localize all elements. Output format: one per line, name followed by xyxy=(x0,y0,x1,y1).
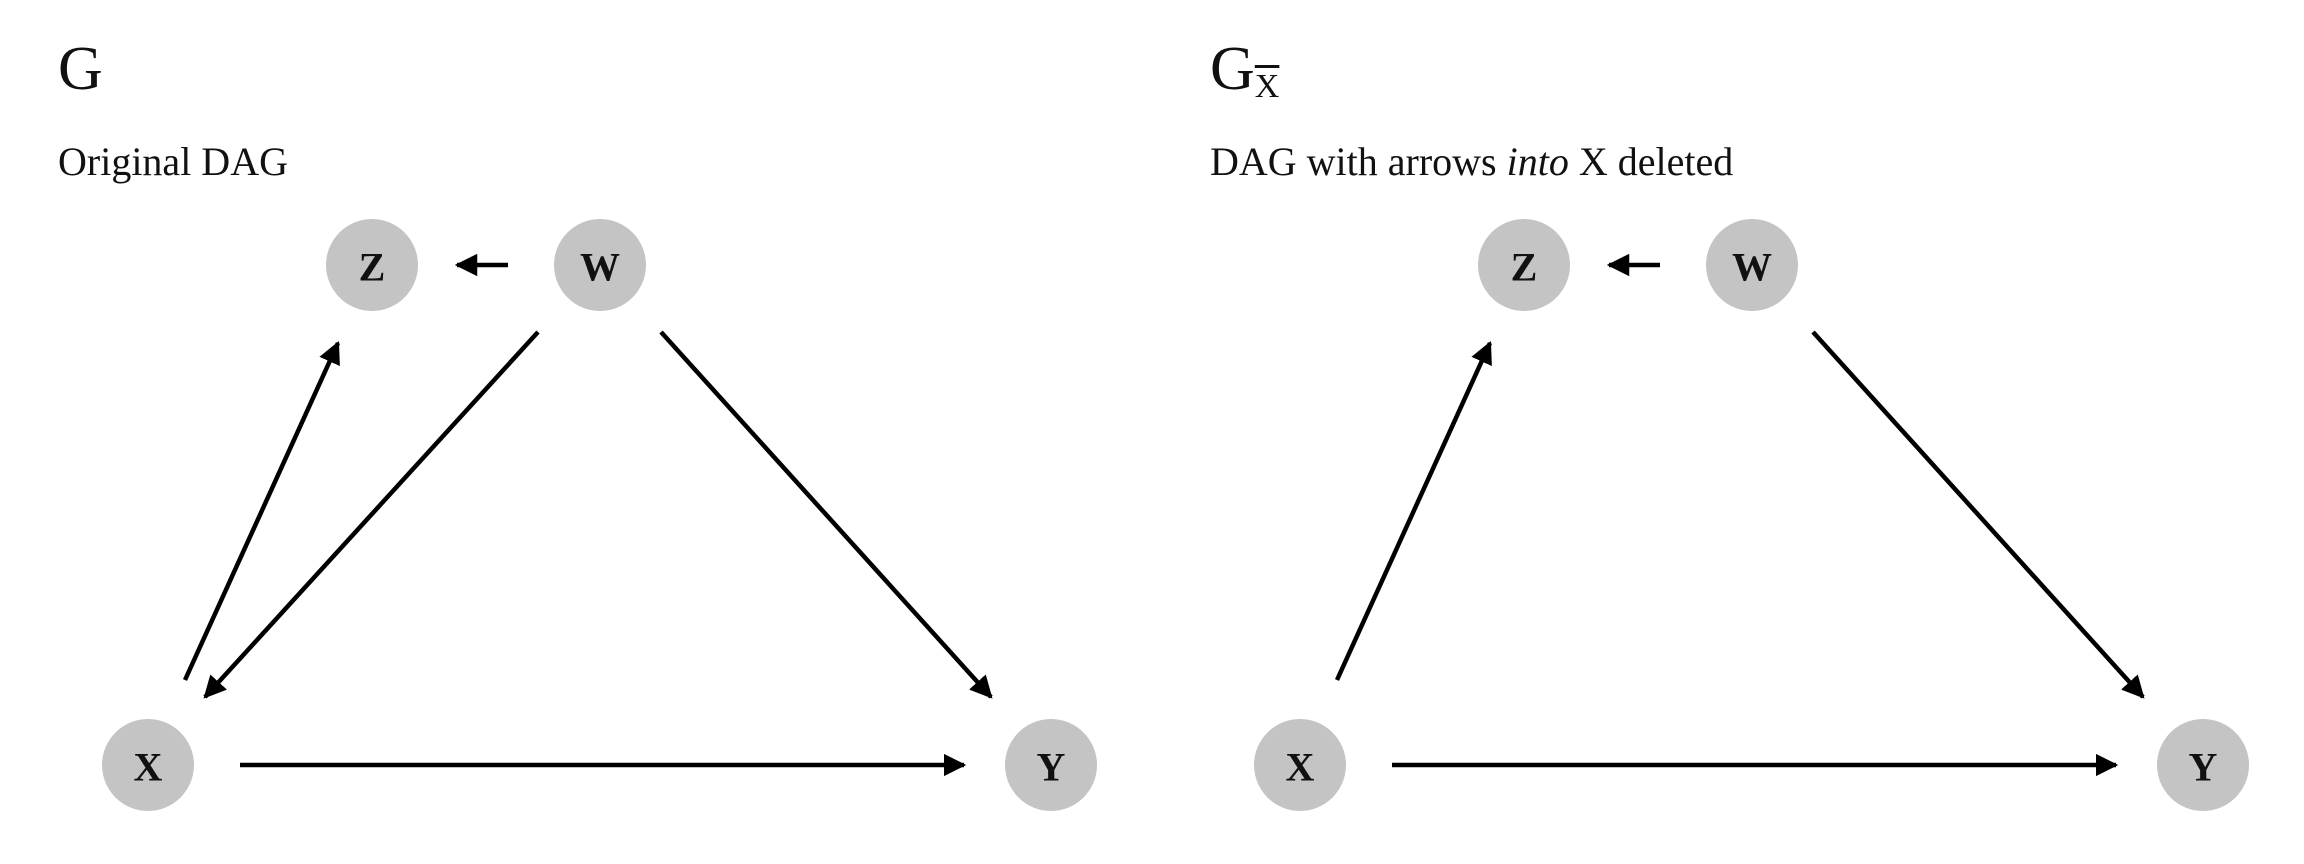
node-circle xyxy=(2157,719,2249,811)
node-label: Z xyxy=(1511,245,1538,290)
node-label: Y xyxy=(1037,745,1066,790)
node-circle xyxy=(326,219,418,311)
node-label: W xyxy=(580,245,620,290)
edge-w-to-x xyxy=(203,330,540,699)
subtitle-text: DAG with arrows xyxy=(1210,139,1507,184)
node-w: W xyxy=(1706,219,1798,311)
node-y: Y xyxy=(2157,719,2249,811)
node-w: W xyxy=(554,219,646,311)
edge-w-to-y xyxy=(1811,330,2145,699)
panel-original-dag: G Original DAG Z W X Y xyxy=(58,38,1097,811)
node-circle xyxy=(554,219,646,311)
graph-title: GX xyxy=(1210,35,1279,104)
node-label: X xyxy=(134,745,163,790)
graph-subtitle: Original DAG xyxy=(58,138,288,185)
edge-x-to-z xyxy=(182,340,341,681)
node-label: X xyxy=(1286,745,1315,790)
node-circle xyxy=(1005,719,1097,811)
node-z: Z xyxy=(1478,219,1570,311)
node-label: Y xyxy=(2189,745,2218,790)
node-x: X xyxy=(102,719,194,811)
node-circle xyxy=(1706,219,1798,311)
graph-title: G xyxy=(58,38,103,100)
graph-subtitle: DAG with arrows into X deleted xyxy=(1210,138,1733,185)
title-main: G xyxy=(58,35,103,103)
node-x: X xyxy=(1254,719,1346,811)
node-z: Z xyxy=(326,219,418,311)
node-circle xyxy=(1478,219,1570,311)
node-label: Z xyxy=(359,245,386,290)
edge-x-to-z xyxy=(1334,340,1493,681)
subtitle-text-end: X deleted xyxy=(1568,139,1734,184)
dag-graph: Z W X Y xyxy=(102,219,1097,811)
node-circle xyxy=(102,719,194,811)
edge-w-to-y xyxy=(659,330,993,699)
dag-graph: Z W X Y xyxy=(1254,219,2249,811)
subtitle-text: Original DAG xyxy=(58,139,288,184)
title-subscript: X xyxy=(1254,68,1280,105)
node-label: W xyxy=(1732,245,1772,290)
node-circle xyxy=(1254,719,1346,811)
title-main: G xyxy=(1210,35,1255,103)
node-y: Y xyxy=(1005,719,1097,811)
subtitle-emphasis: into xyxy=(1506,139,1569,184)
